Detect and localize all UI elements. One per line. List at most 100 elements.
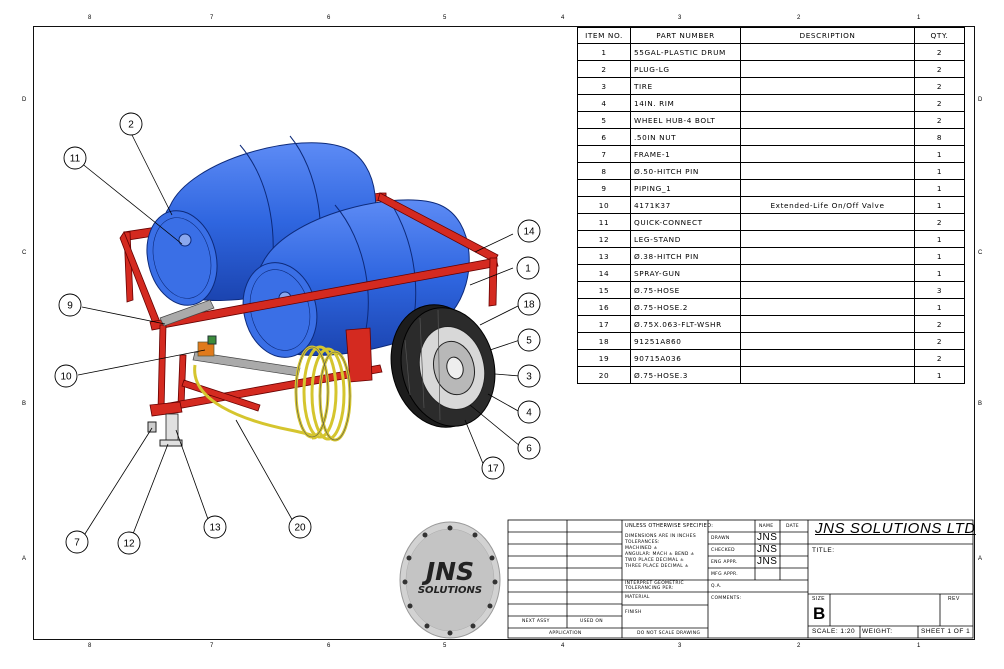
balloon-9: 9	[58, 293, 82, 317]
balloon-4: 4	[517, 400, 541, 424]
bom-cell-qty: 1	[914, 145, 965, 163]
balloon-11: 11	[63, 146, 87, 170]
tolerance-note: TOLERANCES:	[625, 540, 660, 545]
balloon-18: 18	[517, 292, 541, 316]
zone-marker: 1	[917, 643, 921, 649]
zone-marker: 8	[88, 15, 92, 21]
balloon-number: 2	[128, 120, 134, 131]
approver-initials: JNS	[757, 544, 778, 555]
zone-marker: A	[978, 556, 983, 562]
balloon-number: 9	[67, 301, 73, 312]
balloon-number: 5	[526, 336, 532, 347]
balloon-5: 5	[517, 328, 541, 352]
balloon-14: 14	[517, 219, 541, 243]
balloon-17: 17	[481, 456, 505, 480]
approver-initials: JNS	[757, 556, 778, 567]
zone-marker: 3	[678, 643, 682, 649]
sheet-size: B	[813, 604, 826, 623]
balloon-number: 7	[74, 538, 80, 549]
balloon-number: 18	[523, 300, 535, 311]
logo-text-sub: SOLUTIONS	[418, 585, 482, 596]
leg-stand	[147, 413, 183, 447]
tolerance-note: DIMENSIONS ARE IN INCHES	[625, 534, 696, 539]
balloon-12: 12	[117, 531, 141, 555]
zone-marker: D	[22, 97, 27, 103]
zone-marker: B	[22, 401, 27, 407]
weight-label: WEIGHT:	[862, 628, 893, 635]
zone-marker: 3	[678, 15, 682, 21]
unless-specified-label: UNLESS OTHERWISE SPECIFIED:	[625, 523, 714, 529]
balloon-number: 3	[526, 372, 532, 383]
zone-marker: C	[978, 250, 983, 256]
finish-label: FINISH	[625, 610, 642, 615]
size-label: SIZE	[812, 596, 826, 602]
zone-marker: 6	[327, 643, 331, 649]
approval-role: CHECKED	[711, 548, 735, 553]
approval-role: COMMENTS:	[711, 596, 742, 601]
approval-role: Q.A.	[711, 584, 722, 589]
sheet-label: SHEET 1 OF 1	[921, 628, 971, 635]
bom-cell-part: Ø.75-HOSE.3	[630, 366, 741, 384]
balloon-leaders	[74, 132, 521, 540]
zone-marker: 1	[917, 15, 921, 21]
balloon-3: 3	[517, 364, 541, 388]
interpret-label-1: INTERPRET GEOMETRIC	[625, 581, 684, 586]
next-assy-label: NEXT ASSY	[522, 619, 550, 624]
balloon-number: 20	[294, 523, 306, 534]
zone-marker: 6	[327, 15, 331, 21]
zone-marker: 2	[797, 15, 801, 21]
balloon-2: 2	[119, 112, 143, 136]
zone-marker: 4	[561, 15, 565, 21]
zone-marker: 5	[443, 15, 447, 21]
tolerance-note: THREE PLACE DECIMAL ±	[625, 564, 689, 569]
zone-marker: 2	[797, 643, 801, 649]
balloon-7: 7	[65, 530, 89, 554]
zone-marker: 5	[443, 643, 447, 649]
approver-initials: JNS	[757, 532, 778, 543]
balloon-20: 20	[288, 515, 312, 539]
tolerance-note: MACHINED ±	[625, 546, 658, 551]
company-logo: JNS SOLUTIONS	[399, 521, 501, 639]
do-not-scale-label: DO NOT SCALE DRAWING	[637, 631, 701, 636]
zone-marker: 7	[210, 643, 214, 649]
balloon-10: 10	[54, 364, 78, 388]
tolerance-note: TWO PLACE DECIMAL ±	[625, 558, 685, 563]
rev-label: REV	[948, 596, 960, 602]
interpret-label-2: TOLERANCING PER:	[625, 586, 674, 591]
zone-marker: 7	[210, 15, 214, 21]
balloon-6: 6	[517, 436, 541, 460]
bom-cell-qty: 1	[914, 366, 965, 384]
balloon-number: 14	[523, 227, 535, 238]
zone-marker: 8	[88, 643, 92, 649]
zone-marker: A	[22, 556, 27, 562]
balloon-number: 4	[526, 408, 532, 419]
valve	[197, 341, 215, 357]
zone-marker: D	[978, 97, 983, 103]
scale-label: SCALE: 1:20	[812, 628, 856, 635]
balloon-number: 17	[487, 464, 499, 475]
logo-text-main: JNS	[421, 557, 474, 586]
bom-cell-item: 20	[577, 366, 631, 384]
approval-role: DRAWN	[711, 536, 730, 541]
balloon-13: 13	[203, 515, 227, 539]
balloon-number: 6	[526, 444, 532, 455]
balloon-1: 1	[516, 256, 540, 280]
bom-cell-qty: 2	[914, 213, 965, 231]
